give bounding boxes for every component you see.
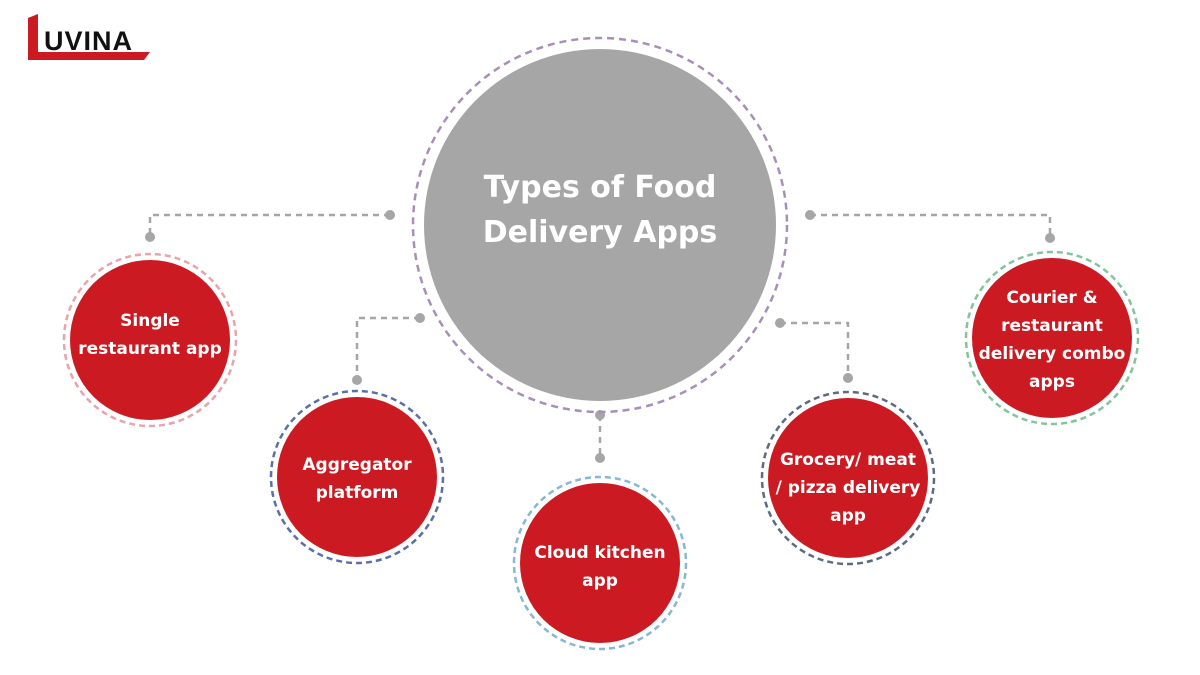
node-label: Aggregator bbox=[302, 455, 412, 475]
connector-grocery bbox=[780, 321, 850, 378]
node-label: Single bbox=[120, 311, 180, 331]
node-label: restaurant bbox=[1001, 316, 1103, 336]
logo: UVINA bbox=[28, 14, 150, 60]
center-circle bbox=[424, 49, 776, 401]
node-label: Courier & bbox=[1006, 288, 1097, 308]
connector-single bbox=[148, 213, 390, 237]
center-node: Types of Food Delivery Apps bbox=[411, 36, 789, 414]
node-aggregator: Aggregator platform bbox=[269, 389, 445, 565]
connector-courier bbox=[810, 213, 1052, 238]
connectors bbox=[148, 213, 1052, 458]
node-label: delivery combo bbox=[979, 344, 1126, 364]
node-cloud-kitchen: Cloud kitchen app bbox=[512, 475, 688, 651]
node-label: apps bbox=[1029, 372, 1075, 392]
node-label: Grocery/ meat bbox=[780, 450, 916, 470]
node-courier-combo: Courier & restaurant delivery combo apps bbox=[964, 250, 1140, 426]
node-label: app bbox=[582, 571, 618, 591]
node-label: Cloud kitchen bbox=[534, 543, 665, 563]
node-single-restaurant: Single restaurant app bbox=[62, 252, 238, 428]
node-label: platform bbox=[316, 483, 399, 503]
center-ring bbox=[411, 36, 789, 414]
logo-l-shape bbox=[28, 14, 150, 60]
node-label: app bbox=[830, 506, 866, 526]
node-label: restaurant app bbox=[78, 339, 222, 359]
center-title-line-1: Types of Food bbox=[484, 170, 717, 205]
node-label: / pizza delivery bbox=[776, 478, 921, 498]
logo-text: UVINA bbox=[44, 26, 133, 56]
connector-aggregator bbox=[355, 316, 420, 380]
center-title-line-2: Delivery Apps bbox=[483, 215, 718, 250]
node-grocery: Grocery/ meat / pizza delivery app bbox=[760, 390, 936, 566]
